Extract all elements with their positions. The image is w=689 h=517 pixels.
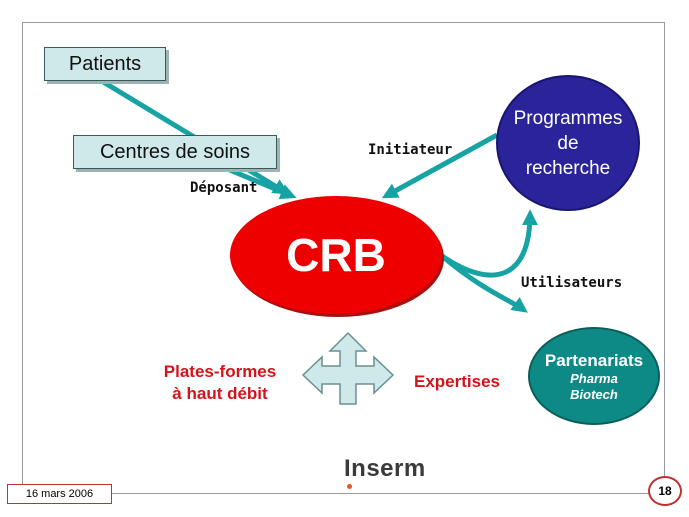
crb-ellipse: CRB [230,196,442,314]
partenariats-ellipse: Partenariats Pharma Biotech [528,327,660,425]
expertises-label: Expertises [414,372,500,391]
programmes-line-3: recherche [525,157,611,179]
plates-line-2: à haut débit [172,384,268,403]
slide-frame [22,22,665,494]
partenariats-pharma: Pharma [570,370,618,386]
arrow-crb-to-programmes [440,209,538,278]
page-number: 18 [648,476,682,506]
programmes-line-2: de [557,132,579,154]
arrow-programmes-to-crb [381,132,499,199]
arrow-centres-to-crb [224,165,297,200]
initiateur-label: Initiateur [368,142,453,158]
plates-formes-label: Plates-formes à haut débit [152,361,288,405]
partenariats-title: Partenariats [544,350,644,370]
crb-label: CRB [286,229,386,281]
arrow-crb-to-partenariats [440,254,528,313]
utilisateurs-label: Utilisateurs [521,275,623,291]
inserm-logo: Inserm [344,455,426,482]
date-label: 16 mars 2006 [7,484,112,504]
four-way-arrow-icon [301,331,395,405]
deposant-label: Déposant [190,180,258,196]
programmes-line-1: Programmes [513,107,623,129]
patients-box: Patients [44,47,166,81]
plates-line-1: Plates-formes [163,362,277,381]
partenariats-biotech: Biotech [570,386,618,402]
centres-de-soins-box: Centres de soins [73,135,277,169]
logo-dot-icon [347,484,352,489]
programmes-de-recherche-circle: Programmes de recherche [496,75,640,211]
